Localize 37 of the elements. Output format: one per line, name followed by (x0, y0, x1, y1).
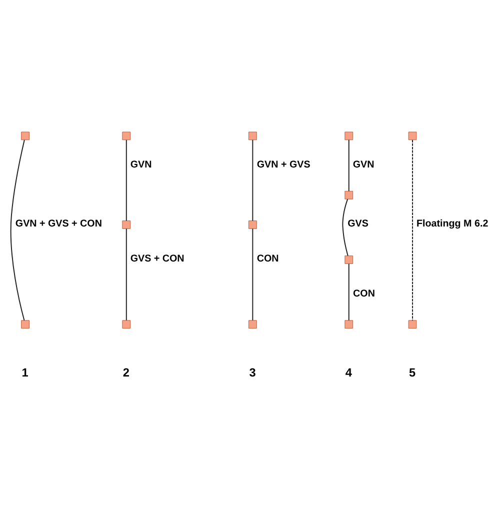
connector (10, 140, 25, 321)
node-box (21, 320, 30, 329)
node-box (408, 320, 417, 329)
edge-label: GVS + CON (130, 254, 184, 265)
connector (342, 198, 348, 256)
connector (348, 263, 350, 321)
label: 3 (249, 365, 256, 380)
edge-label: GVN (130, 159, 152, 170)
label: 4 (345, 365, 352, 380)
node-box (344, 132, 354, 140)
connector (348, 139, 350, 192)
node-box (248, 220, 257, 229)
node-box (344, 320, 354, 329)
edge-label: GVS (348, 218, 368, 230)
node-box (408, 132, 417, 140)
node-box (122, 320, 131, 329)
label: 5 (409, 365, 416, 380)
connector (252, 139, 254, 222)
connector (252, 228, 254, 321)
edge-label: Floatingg M 6.2 (416, 218, 488, 230)
connector (126, 139, 127, 222)
label: 2 (122, 365, 130, 380)
node-box (344, 256, 354, 264)
connector (126, 228, 127, 321)
edge-label: GVN + GVS (256, 159, 310, 170)
node-box (21, 132, 30, 140)
edge-label: CON (353, 288, 375, 300)
edge-label: GVN + GVS + CON (15, 218, 102, 230)
connector (412, 140, 413, 321)
node-box (248, 132, 257, 140)
node-box (122, 220, 131, 229)
node-box (248, 320, 257, 329)
node-box (344, 190, 354, 200)
edge-label: CON (256, 254, 279, 265)
node-box (122, 132, 131, 140)
edge-label: GVN (352, 159, 374, 170)
label: 1 (22, 365, 28, 380)
